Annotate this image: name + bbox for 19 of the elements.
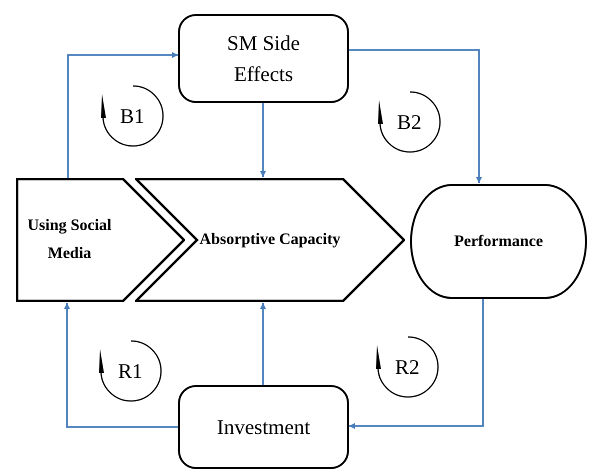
node-label: Absorptive Capacity	[198, 230, 342, 250]
loop-label: R2	[395, 355, 420, 379]
loop-label: B1	[120, 104, 145, 128]
chevron-shape	[135, 178, 405, 302]
node-label: Using Social Media	[26, 216, 112, 264]
rounded-box	[178, 14, 349, 103]
loop-label: B2	[397, 110, 422, 134]
node-label: Performance	[454, 232, 543, 252]
node-label: Investment	[216, 414, 312, 440]
arrow	[67, 52, 178, 178]
arrow	[260, 303, 266, 385]
arrow	[64, 303, 178, 428]
rounded-box	[178, 385, 349, 469]
arrow	[349, 49, 482, 183]
pentagon-shape	[16, 178, 185, 302]
arrow	[260, 103, 266, 177]
node-label: SM Side Effects	[226, 30, 301, 88]
arrow	[349, 299, 484, 429]
loop-label: R1	[118, 359, 143, 383]
